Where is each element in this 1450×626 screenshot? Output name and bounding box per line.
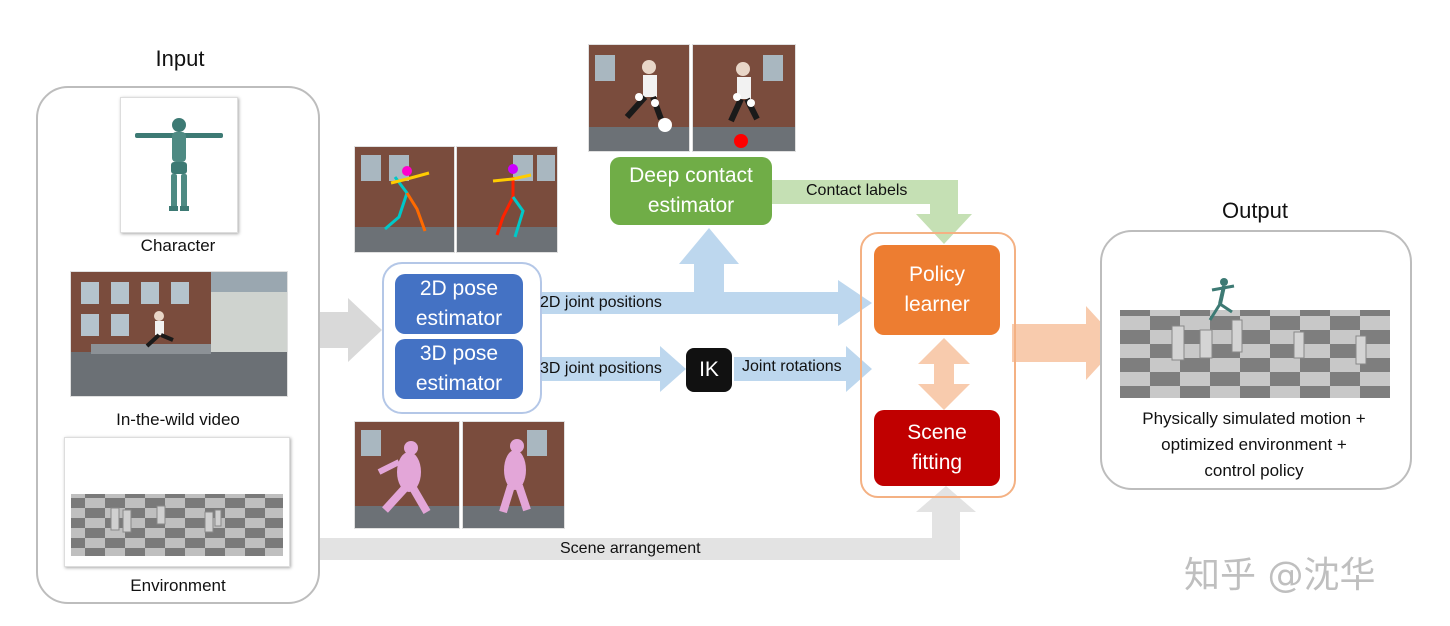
contact-labels-label: Contact labels	[806, 182, 908, 199]
pose3d-image-a	[354, 421, 460, 529]
scene-fitting-block: Scene fitting	[874, 410, 1000, 486]
rotations-label: Joint rotations	[742, 358, 842, 375]
output-arrow	[1012, 306, 1120, 380]
character-label: Character	[140, 236, 216, 255]
input-title: Input	[155, 46, 205, 71]
pose2d-estimator-block: 2D pose estimator	[395, 274, 523, 334]
contact-labels-arrow	[772, 180, 972, 244]
output-caption: Physically simulated motion + optimized …	[1142, 409, 1366, 480]
scene-arrangement-arrow	[288, 486, 976, 560]
contact-estimator-block: Deep contact estimator	[610, 157, 772, 225]
environment-label: Environment	[130, 576, 226, 595]
joint3d-arrow	[536, 346, 686, 392]
scene-arrangement-label: Scene arrangement	[560, 540, 701, 557]
video-label: In-the-wild video	[116, 410, 240, 429]
pose3d-estimator-block: 3D pose estimator	[395, 339, 523, 399]
watermark: 知乎 @沈华	[1184, 555, 1376, 596]
output-title: Output	[1221, 198, 1289, 223]
ik-block: IK	[686, 348, 732, 392]
contact-image-b	[692, 44, 796, 152]
policy-learner-block: Policy learner	[874, 245, 1000, 335]
optimization-group	[860, 232, 1016, 498]
video-image	[70, 271, 288, 397]
joint3d-label: 3D joint positions	[540, 360, 662, 377]
rotations-arrow	[734, 346, 872, 392]
joint2d-arrow	[536, 280, 872, 326]
pose2d-image-b	[456, 146, 558, 253]
joint2d-label: 2D joint positions	[540, 294, 662, 311]
output-image	[1120, 274, 1390, 398]
contact-image-a	[588, 44, 690, 152]
character-image	[120, 97, 238, 233]
policy-scene-arrow	[918, 338, 970, 410]
character-icon	[135, 118, 223, 211]
environment-image	[64, 437, 290, 567]
pose3d-image-b	[462, 421, 565, 529]
contact-up-arrow	[679, 228, 739, 292]
pose2d-image-a	[354, 146, 455, 253]
